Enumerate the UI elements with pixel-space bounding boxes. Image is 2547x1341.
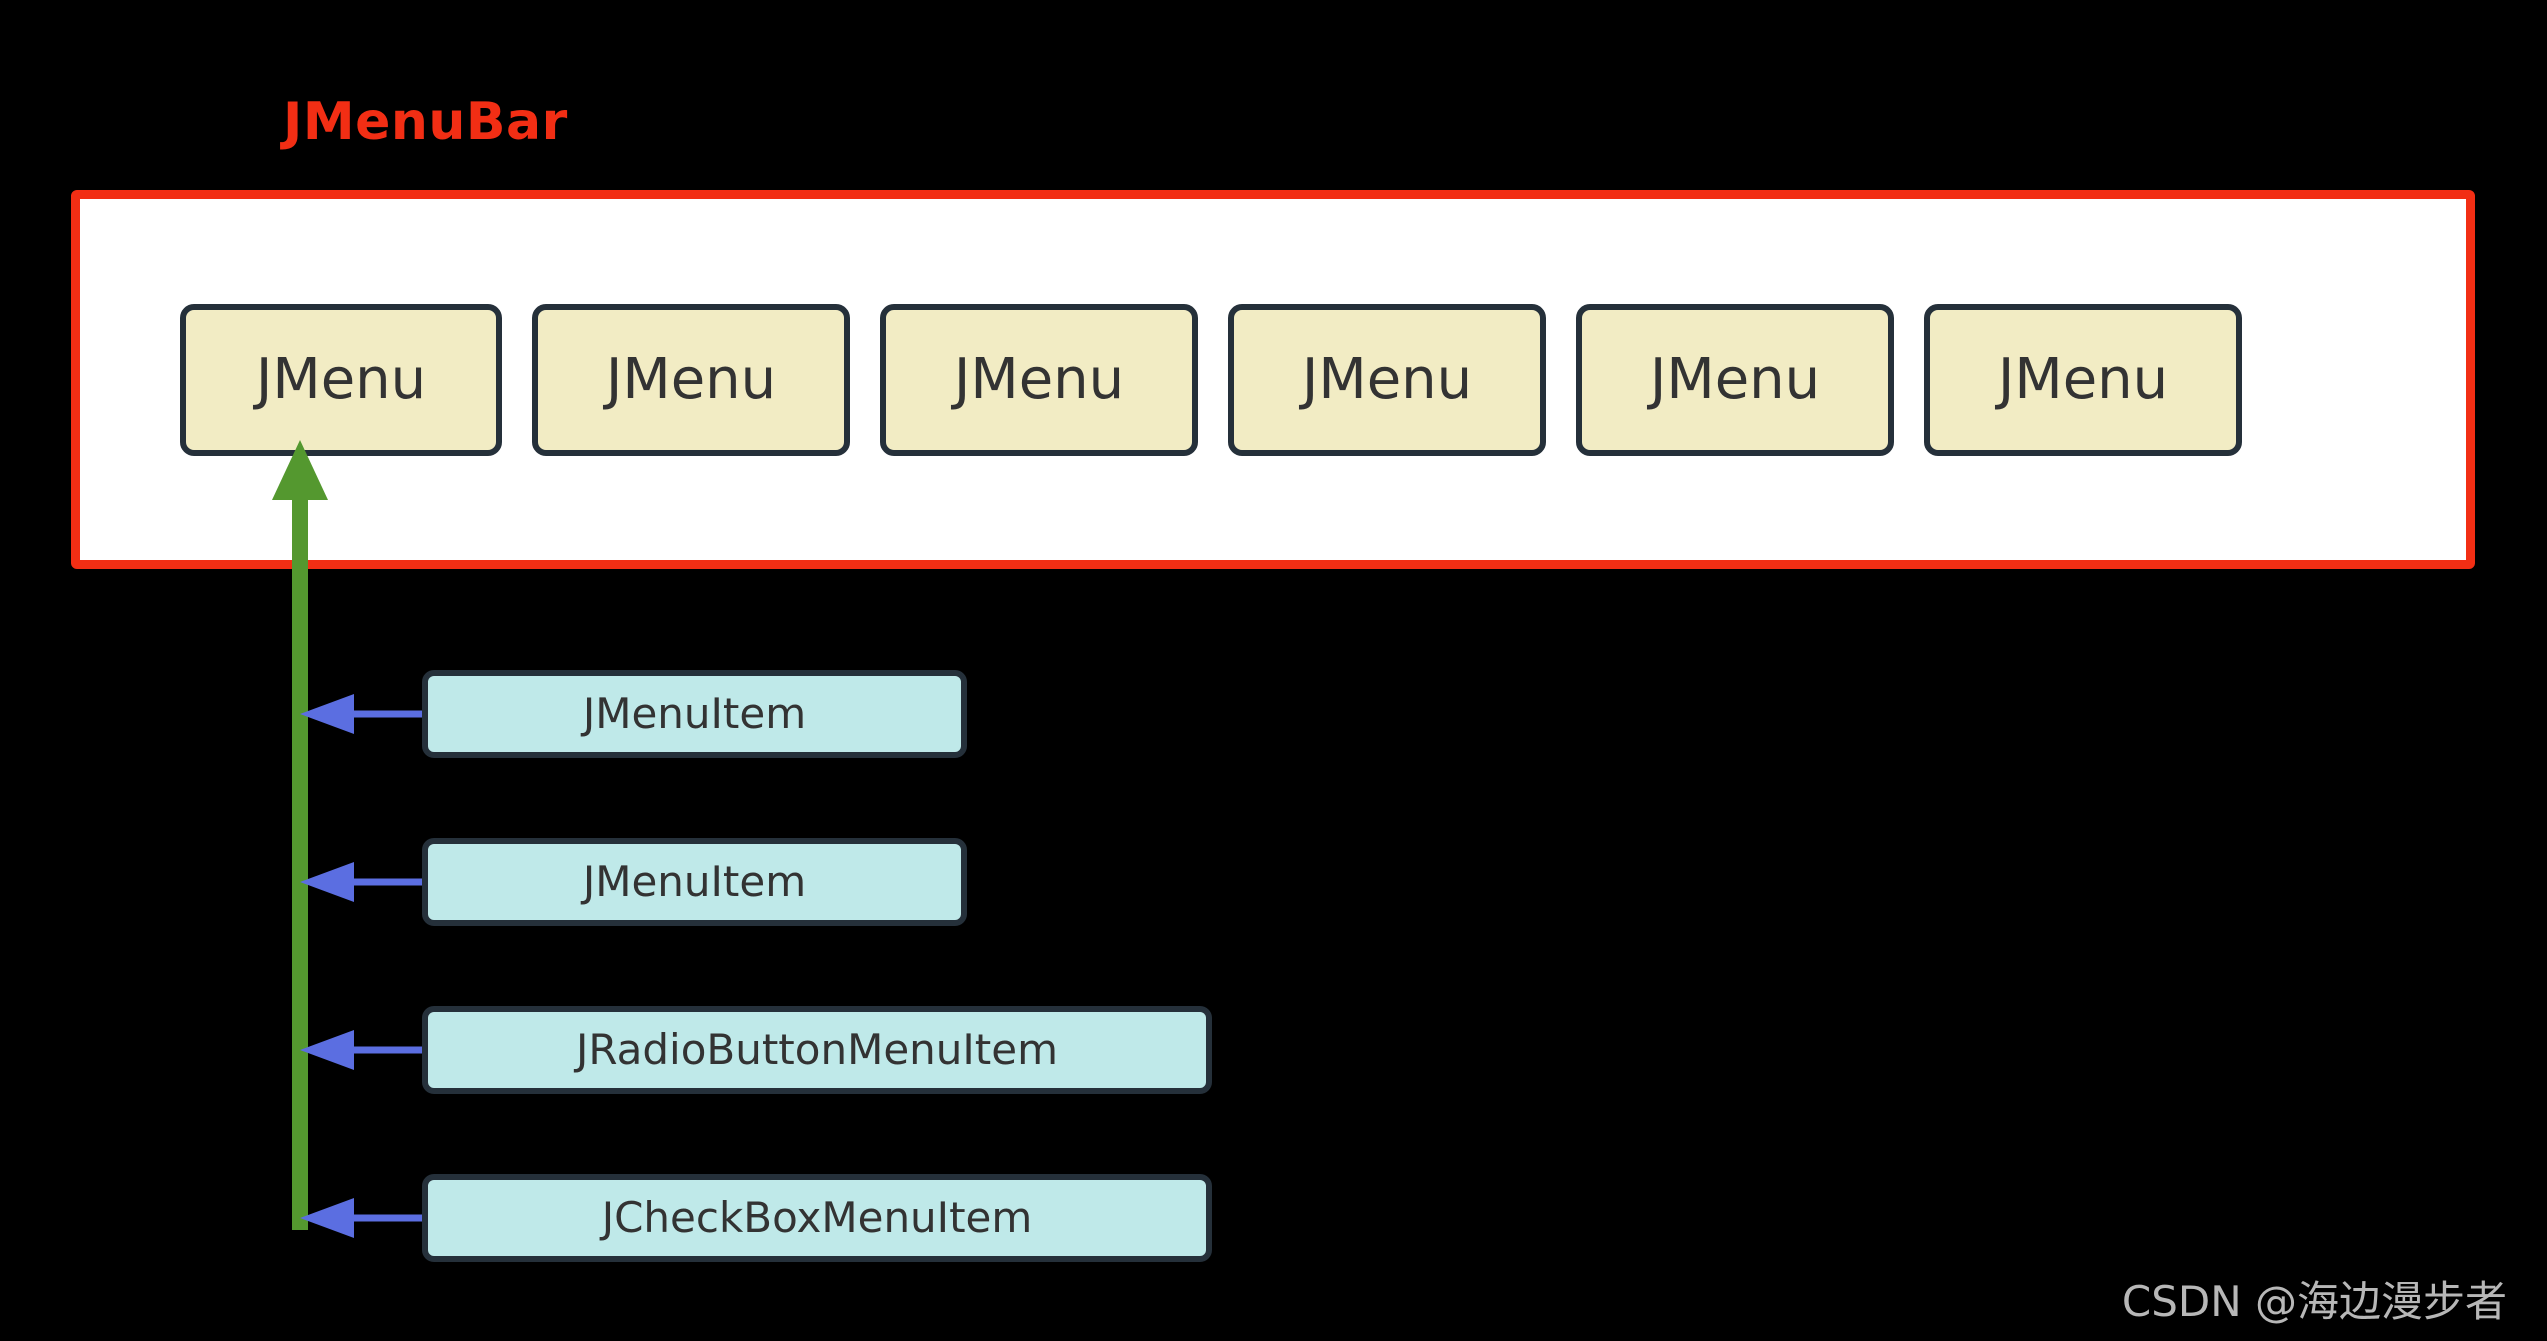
jcheckboxmenuitem-box[interactable]: JCheckBoxMenuItem xyxy=(422,1174,1212,1262)
jmenuitem-box-2[interactable]: JMenuItem xyxy=(422,838,967,926)
jradiobuttonmenuitem-box[interactable]: JRadioButtonMenuItem xyxy=(422,1006,1212,1094)
jmenu-box-4[interactable]: JMenu xyxy=(1228,303,1546,456)
jmenu-box-5[interactable]: JMenu xyxy=(1576,303,1894,456)
jmenu-box-2[interactable]: JMenu xyxy=(532,303,850,456)
jmenu-box-6[interactable]: JMenu xyxy=(1924,303,2242,456)
jmenuitem-box-1[interactable]: JMenuItem xyxy=(422,670,967,758)
jmenubar-row: JMenu JMenu JMenu JMenu JMenu JMenu xyxy=(80,199,2466,560)
jmenubar-container: JMenu JMenu JMenu JMenu JMenu JMenu xyxy=(71,190,2475,569)
jmenu-box-1[interactable]: JMenu xyxy=(180,303,502,456)
jmenu-box-3[interactable]: JMenu xyxy=(880,303,1198,456)
aggregation-arrow-up-icon xyxy=(272,440,328,1230)
page-title: JMenuBar xyxy=(283,92,568,152)
watermark-text: CSDN @海边漫步者 xyxy=(2121,1277,2507,1326)
